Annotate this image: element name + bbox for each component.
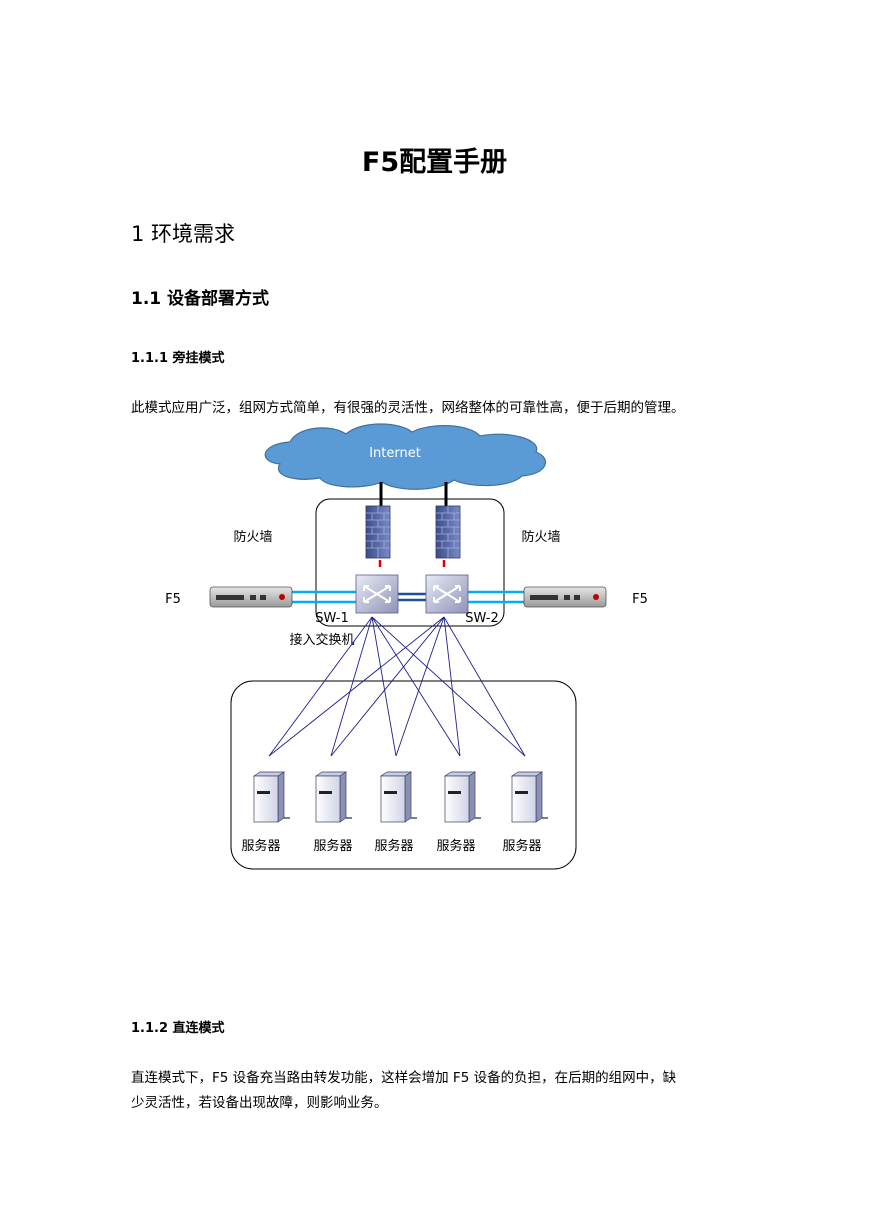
paragraph-bypass-mode: 此模式应用广泛，组网方式简单，有很强的灵活性，网络整体的可靠性高，便于后期的管理… [131,400,685,416]
heading-bypass-mode: 1.1.1 旁挂模式 [131,351,225,366]
f5-right-label: F5 [632,592,648,607]
heading-1: 1 环境需求 [131,222,236,246]
firewall-left-label: 防火墙 [233,529,272,545]
f5-left-label: F5 [165,592,181,607]
switch-trunk [398,592,426,602]
server-label: 服务器 [313,838,352,854]
heading-direct-mode: 1.1.2 直连模式 [131,1021,225,1036]
internet-label: Internet [369,446,421,461]
network-topology-diagram: Internet 防火墙 防火墙 [165,423,648,870]
server-icon [379,771,417,823]
firewall-right-label: 防火墙 [521,529,560,545]
server-label: 服务器 [374,838,413,854]
server-label: 服务器 [502,838,541,854]
paragraph-direct-mode-line1: 直连模式下，F5 设备充当路由转发功能，这样会增加 F5 设备的负担，在后期的组… [131,1070,677,1086]
server-label: 服务器 [241,838,280,854]
f5-link-right [468,590,528,604]
paragraph-direct-mode-line2: 少灵活性，若设备出现故障，则影响业务。 [131,1095,388,1111]
switch-icon [355,574,399,614]
server-icon [252,771,290,823]
server-icon [314,771,352,823]
firewall-icon [365,505,391,559]
server-label: 服务器 [436,838,475,854]
f5-device-icon [209,586,293,608]
sw2-label: SW-2 [465,611,499,626]
f5-device-icon [523,586,607,608]
f5-link-left [292,590,356,604]
server-icon [510,771,548,823]
internet-cloud: Internet [264,423,547,490]
switch-icon [425,574,469,614]
document-title: F5配置手册 [361,147,508,178]
heading-1-1: 1.1 设备部署方式 [131,289,270,309]
access-switch-label: 接入交换机 [289,632,354,648]
core-group-frame [315,498,505,627]
firewall-icon [435,505,461,559]
server-group-frame [230,680,577,870]
sw1-label: SW-1 [315,611,349,626]
server-links [268,616,526,757]
server-icon [443,771,481,823]
